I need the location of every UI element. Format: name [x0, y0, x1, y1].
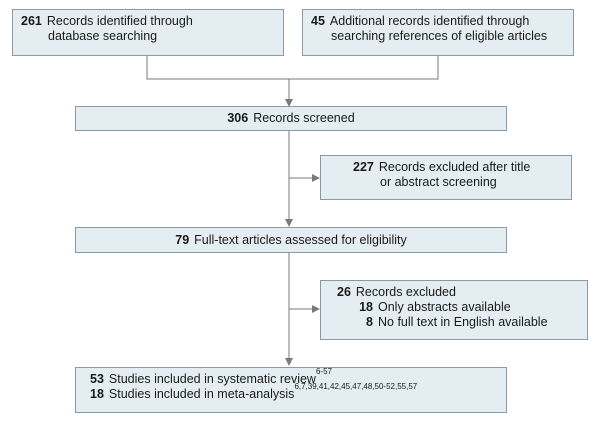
label: or abstract screening	[380, 175, 497, 189]
exclusion-reason: 18 Only abstracts available	[337, 300, 579, 315]
label: database searching	[48, 29, 158, 43]
reference-superscript: 6-57	[315, 367, 332, 376]
count: 79	[175, 232, 190, 247]
label: No full text in English available	[378, 315, 548, 329]
label: Records excluded	[355, 285, 456, 299]
label: Full-text articles assessed for eligibil…	[194, 232, 407, 247]
box-fulltext-assessed: 79 Full-text articles assessed for eligi…	[75, 227, 507, 253]
label: searching references of eligible article…	[331, 29, 548, 43]
box-excluded-fulltext: 26 Records excluded 18 Only abstracts av…	[320, 280, 588, 340]
count: 8	[366, 315, 373, 329]
count: 53	[90, 372, 104, 386]
label: Studies included in meta-analysis	[108, 387, 295, 401]
box-identified-references: 45 Additional records identified through…	[302, 9, 574, 56]
box-records-screened: 306 Records screened	[75, 106, 507, 131]
count: 45	[311, 14, 325, 28]
count: 18	[90, 387, 104, 401]
reference-superscript: 6,7,39,41,42,45,47,48,50-52,55,57	[294, 382, 418, 391]
box-identified-database: 261 Records identified through database …	[12, 9, 284, 56]
count: 261	[21, 14, 42, 28]
label: Only abstracts available	[378, 300, 511, 314]
label: Additional records identified through	[329, 14, 530, 28]
label: Records excluded after title	[378, 160, 531, 174]
count: 26	[337, 285, 351, 299]
label: Studies included in systematic review	[108, 372, 316, 386]
merge-connector	[146, 56, 439, 80]
box-studies-included: 53 Studies included in systematic review…	[75, 367, 507, 413]
count: 306	[227, 111, 249, 125]
count: 18	[359, 300, 373, 314]
label: Records identified through	[46, 14, 193, 28]
box-excluded-screening: 227 Records excluded after title or abst…	[320, 155, 572, 200]
count: 227	[353, 160, 374, 174]
label: Records screened	[253, 111, 355, 125]
exclusion-reason: 8 No full text in English available	[337, 315, 579, 330]
